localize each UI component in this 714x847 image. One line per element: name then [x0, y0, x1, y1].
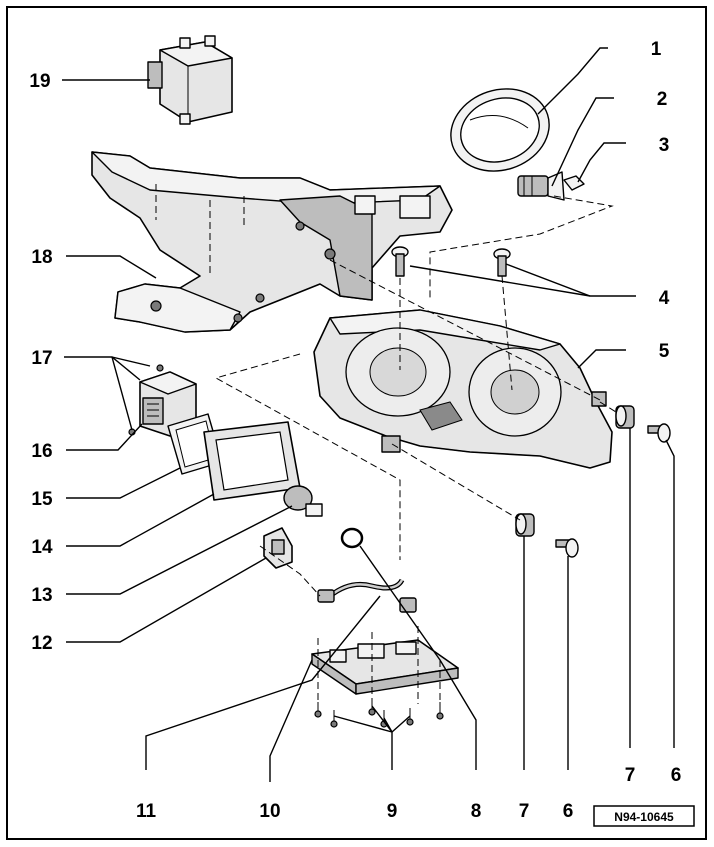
callout-5: 5	[659, 341, 670, 362]
seal-ring-part	[450, 88, 550, 172]
callout-10: 10	[259, 801, 280, 822]
ignitor-part	[263, 527, 293, 569]
headlight-bracket-part	[91, 151, 453, 333]
leader-lines	[62, 47, 675, 782]
callout-7-right: 7	[625, 765, 636, 786]
callout-8: 8	[471, 801, 482, 822]
callout-7-bottom: 7	[519, 801, 530, 822]
callout-13: 13	[31, 585, 52, 606]
o-ring-part	[340, 527, 364, 549]
grommet-part	[615, 405, 635, 429]
callout-2: 2	[657, 89, 668, 110]
bolt-part	[647, 423, 671, 443]
drawing-code-box: N94-10645	[593, 805, 695, 827]
callout-6-right: 6	[671, 765, 682, 786]
assembly-lines	[155, 184, 617, 706]
ballast-unit-part	[311, 639, 459, 695]
callout-6-bottom: 6	[563, 801, 574, 822]
cover-cap-part	[203, 421, 301, 501]
grommet-part	[515, 513, 535, 537]
callout-19: 19	[29, 71, 50, 92]
callout-11: 11	[136, 801, 157, 822]
callout-labels: 1 2 3 4 5 6 7 6 7 8 9 10 11 12 13 14 15 …	[29, 39, 681, 822]
callout-9: 9	[387, 801, 398, 822]
callout-4: 4	[659, 288, 670, 309]
callout-16: 16	[31, 441, 52, 462]
control-module-part	[147, 35, 233, 125]
wiring-harness-part	[317, 578, 417, 613]
bulb-part	[517, 171, 565, 201]
bulb-socket-part	[283, 485, 323, 517]
callout-18: 18	[31, 247, 52, 268]
screw-part	[493, 248, 511, 277]
bolt-part	[555, 538, 579, 558]
callout-14: 14	[31, 537, 53, 558]
callout-12: 12	[31, 633, 52, 654]
callout-17: 17	[31, 348, 52, 369]
screw-part	[391, 246, 409, 277]
callout-15: 15	[31, 489, 53, 510]
callout-3: 3	[659, 135, 670, 156]
callout-1: 1	[651, 39, 662, 60]
headlight-housing-part	[313, 309, 613, 469]
drawing-code: N94-10645	[614, 810, 674, 824]
